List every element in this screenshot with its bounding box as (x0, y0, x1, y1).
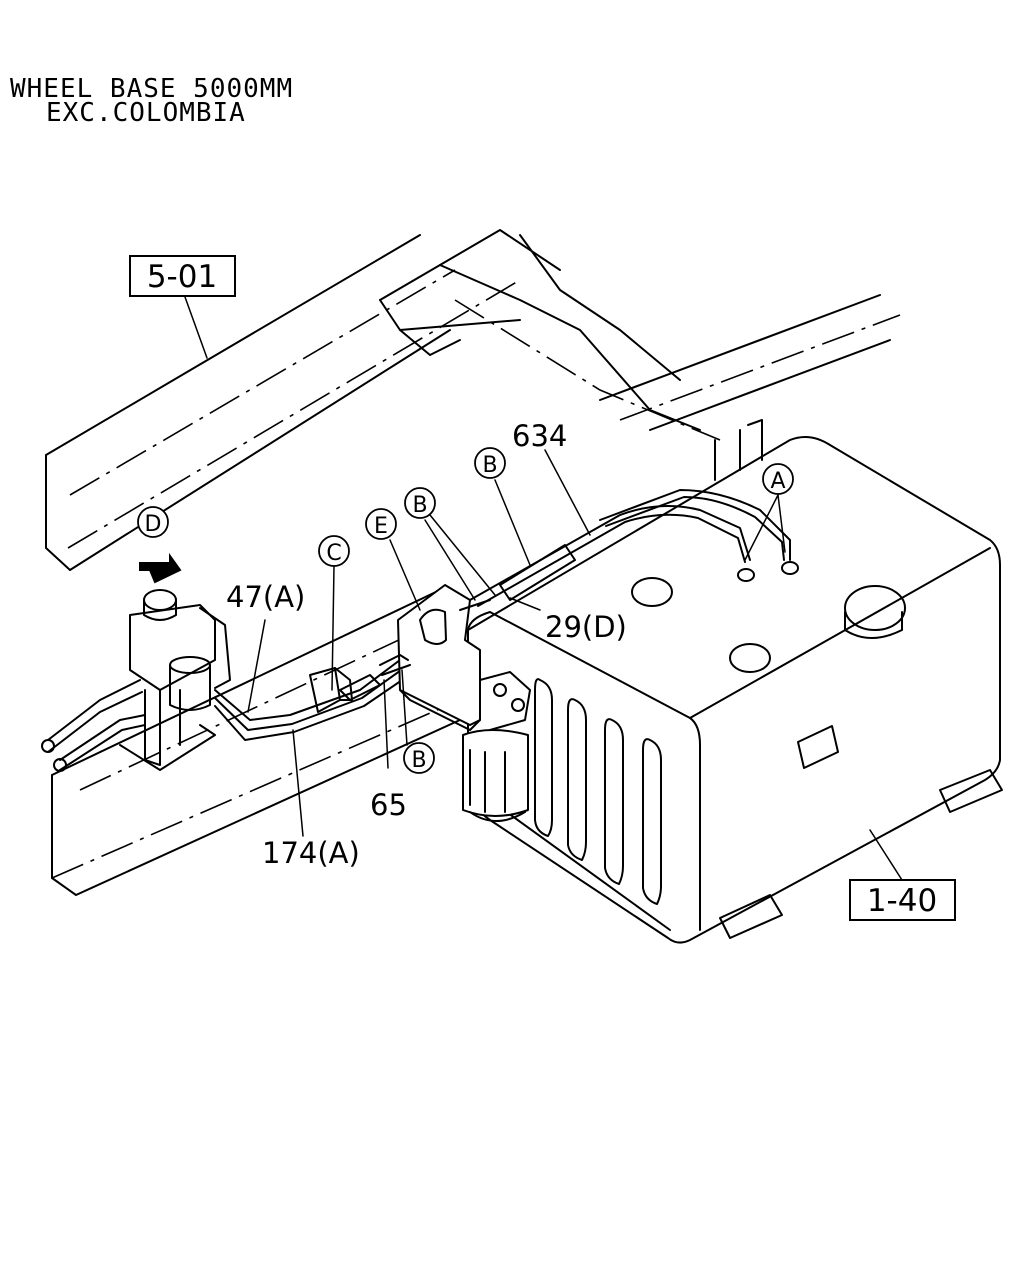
callout-b-mid-text: B (412, 493, 427, 518)
ref-box-tank[interactable]: 1-40 (849, 879, 956, 921)
bracket-e-filter (339, 584, 531, 822)
header-line-1: WHEEL BASE 5000MM (10, 74, 293, 104)
callout-b-top: B (474, 447, 506, 479)
callout-b-low: B (403, 742, 435, 774)
callout-b-mid: B (404, 487, 436, 519)
ref-box-tank-border (849, 879, 956, 921)
callout-d: D (137, 506, 169, 538)
part-634: 634 (512, 419, 567, 453)
header-line-2: EXC.COLOMBIA (46, 98, 246, 128)
bracket-c (309, 667, 353, 713)
part-174a: 174(A) (262, 836, 360, 870)
callout-c: C (318, 535, 350, 567)
pump-assembly (41, 552, 231, 772)
ref-box-frame-border (129, 255, 236, 297)
fuel-tank (467, 435, 1003, 944)
callout-a: A (762, 463, 794, 495)
lower-frame-rail (51, 589, 461, 896)
upper-frame-rail (45, 229, 901, 571)
fuel-pipes (214, 489, 791, 741)
part-65: 65 (370, 788, 407, 822)
callout-a-text: A (770, 469, 785, 494)
callout-c-text: C (326, 541, 341, 566)
callout-b-top-text: B (482, 453, 497, 478)
part-29d: 29(D) (545, 610, 627, 644)
callout-e-text: E (374, 514, 388, 539)
ref-tank-text: 1-40 (867, 883, 937, 919)
callout-d-text: D (145, 512, 162, 537)
ref-frame-text: 5-01 (147, 259, 217, 295)
leader-lines (184, 296, 903, 881)
ref-box-frame[interactable]: 5-01 (129, 255, 236, 297)
part-47a: 47(A) (226, 580, 305, 614)
callout-b-low-text: B (411, 748, 426, 773)
callout-e: E (365, 508, 397, 540)
